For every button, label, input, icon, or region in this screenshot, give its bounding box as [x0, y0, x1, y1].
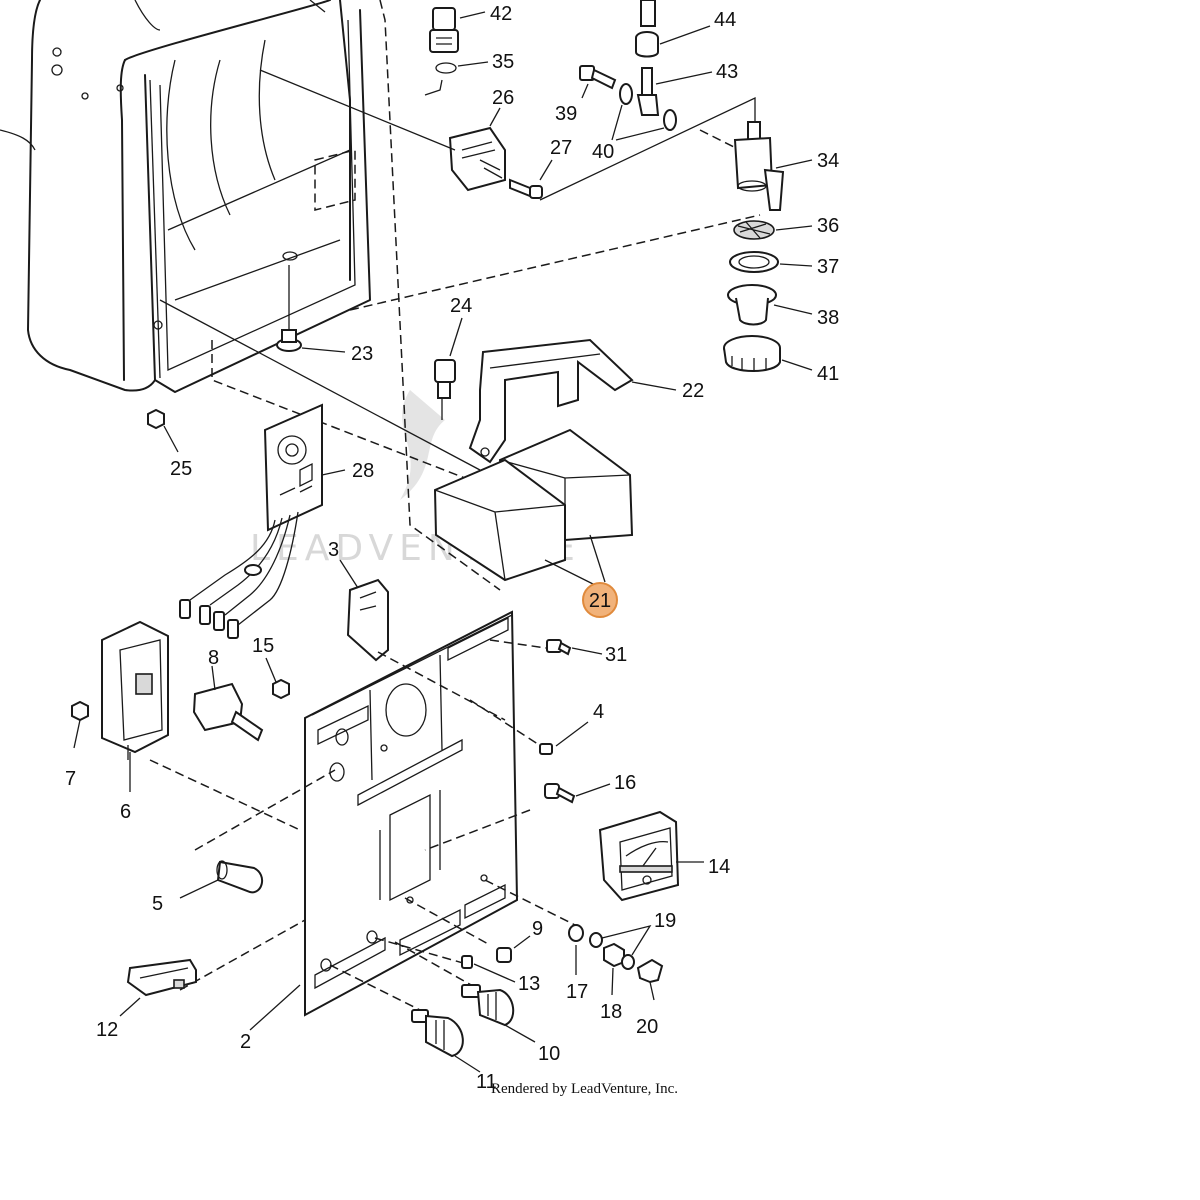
part-31-screw: 31 — [546, 639, 627, 666]
leader-housing-drop — [211, 340, 471, 481]
callout-36: 36 — [817, 215, 839, 237]
housing — [0, 0, 371, 393]
part-6-outlet: 6 — [101, 620, 169, 823]
part-17-washer: 17 — [566, 924, 588, 1003]
part-23-screw: 23 — [276, 265, 373, 365]
part-9-screw: 9 — [496, 918, 543, 963]
part-35-o-ring: 35 — [424, 51, 514, 96]
callout-11: 11 — [476, 1071, 497, 1093]
part-16-screw: 16 — [544, 772, 636, 804]
part-4-screw: 4 — [539, 701, 604, 755]
callout-13: 13 — [518, 973, 540, 995]
callout-15: 15 — [252, 635, 274, 657]
part-18-nut: 18 — [589, 932, 625, 1023]
part-42-plug: 42 — [429, 3, 512, 53]
part-43-elbow: 43 — [636, 61, 738, 116]
callout-28: 28 — [352, 460, 374, 482]
leader-housing-panel — [379, 0, 501, 591]
part-37-gasket: 37 — [729, 251, 839, 278]
callout-22: 22 — [682, 380, 704, 402]
callout-24: 24 — [450, 295, 472, 317]
callout-19: 19 — [654, 910, 676, 932]
part-5-pilot-lamp: 5 — [152, 860, 264, 915]
part-3-breaker: 3 — [328, 539, 389, 662]
part-28-circuit-board: 28 — [179, 403, 374, 639]
part-41-ring-nut: 41 — [723, 335, 839, 385]
callout-40: 40 — [592, 141, 614, 163]
callout-8: 8 — [208, 647, 219, 669]
callout-21-highlight[interactable]: 21 — [582, 582, 618, 618]
part-34-valve: 34 — [733, 121, 839, 211]
callout-41: 41 — [817, 363, 839, 385]
part-40-washers: 40 — [592, 83, 677, 163]
part-10-binding-post: 10 — [461, 984, 560, 1065]
callout-2: 2 — [240, 1031, 251, 1053]
callout-34: 34 — [817, 150, 839, 172]
callout-31: 31 — [605, 644, 627, 666]
callout-20: 20 — [636, 1016, 658, 1038]
part-2-front-panel: 2 — [240, 610, 519, 1053]
leader-2-line — [159, 299, 481, 471]
part-21-capacitors — [433, 428, 634, 586]
part-24-bolt: 24 — [434, 295, 472, 420]
callout-10: 10 — [538, 1043, 560, 1065]
callout-43: 43 — [716, 61, 738, 83]
callout-3: 3 — [328, 539, 339, 561]
callout-39: 39 — [555, 103, 577, 125]
part-12-switch: 12 — [96, 958, 197, 1041]
part-7-nut: 7 — [65, 700, 89, 790]
part-8-toggle-switch: 8 — [192, 647, 264, 742]
part-19-lock-washer: 19 — [601, 910, 676, 970]
part-15-nut: 15 — [252, 635, 290, 700]
part-20-wing-nut: 20 — [636, 958, 664, 1038]
callout-44: 44 — [714, 9, 736, 31]
part-44-clamp: 44 — [635, 0, 736, 58]
part-13-screw: 13 — [461, 955, 540, 995]
leaders-panel — [149, 639, 576, 1011]
callout-4: 4 — [593, 701, 604, 723]
callout-27: 27 — [550, 137, 572, 159]
part-22-bracket: 22 — [468, 338, 704, 464]
callout-16: 16 — [614, 772, 636, 794]
part-39-bolt: 39 — [555, 65, 617, 125]
callout-9: 9 — [532, 918, 543, 940]
callout-21[interactable]: 21 — [589, 590, 611, 612]
leader-34-housing — [349, 129, 761, 311]
callout-14: 14 — [708, 856, 730, 878]
callout-35: 35 — [492, 51, 514, 73]
part-25-nut: 25 — [147, 408, 192, 480]
callout-25: 25 — [170, 458, 192, 480]
leader-26-housing — [259, 69, 456, 151]
callout-42: 42 — [490, 3, 512, 25]
callout-5: 5 — [152, 893, 163, 915]
callout-23: 23 — [351, 343, 373, 365]
leader-34-bracket — [539, 96, 756, 201]
callout-7: 7 — [65, 768, 76, 790]
part-38-bowl: 38 — [727, 284, 839, 329]
callout-6: 6 — [120, 801, 131, 823]
part-27-screw: 27 — [509, 137, 572, 199]
callout-12: 12 — [96, 1019, 118, 1041]
part-14-meter: 14 — [598, 810, 730, 902]
part-11-binding-post: 11 — [411, 1009, 497, 1093]
callout-38: 38 — [817, 307, 839, 329]
part-26-receptacle: 26 — [448, 87, 514, 192]
footer-credit: Rendered by LeadVenture, Inc. — [491, 1081, 678, 1097]
part-36-screen: 36 — [733, 215, 839, 240]
callout-26: 26 — [492, 87, 514, 109]
callout-18: 18 — [600, 1001, 622, 1023]
callout-17: 17 — [566, 981, 588, 1003]
callout-37: 37 — [817, 256, 839, 278]
